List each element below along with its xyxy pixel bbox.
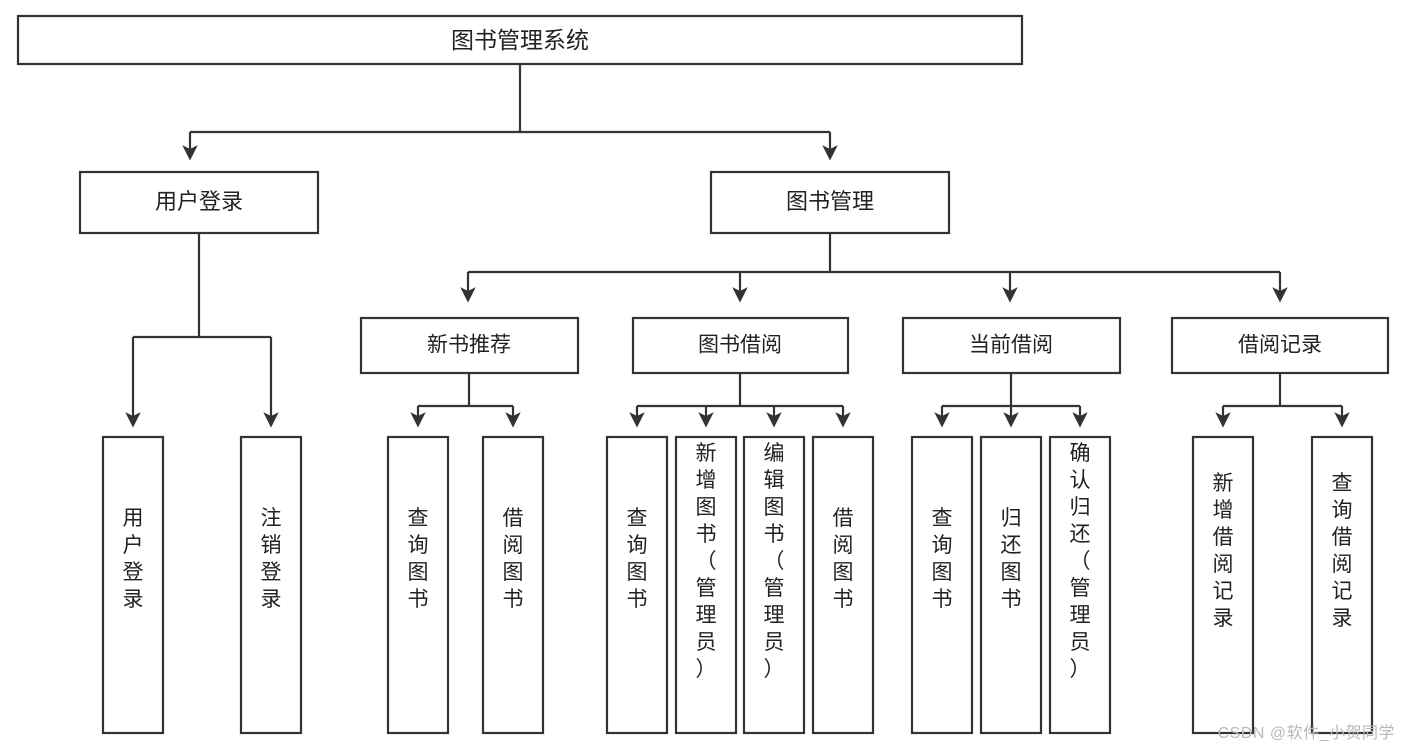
leaf-return-book[interactable]: 归还图书 xyxy=(979,435,1043,735)
node-current-borrow-box xyxy=(901,316,1122,375)
leaf-user-logout-box xyxy=(239,435,303,735)
node-root-label: 图书管理系统 xyxy=(451,27,589,53)
leaf-query-book-2-label: 查询图书 xyxy=(627,507,648,611)
leaf-borrow-book-1[interactable]: 借阅图书 xyxy=(481,435,545,735)
leaf-edit-book[interactable]: 编辑图书（管理员） xyxy=(742,435,806,735)
leaf-query-book-2-box xyxy=(605,435,669,735)
node-book-management[interactable]: 图书管理 xyxy=(709,170,951,235)
node-new-book-recommend[interactable]: 新书推荐 xyxy=(359,316,580,375)
node-current-borrow[interactable]: 当前借阅 xyxy=(901,316,1122,375)
leaf-add-book-box xyxy=(674,435,738,735)
leaf-borrow-book-1-box xyxy=(481,435,545,735)
leaf-borrow-book-2-box xyxy=(811,435,875,735)
node-new-book-recommend-label: 新书推荐 xyxy=(427,334,511,357)
leaf-query-book-1[interactable]: 查询图书 xyxy=(386,435,450,735)
leaf-add-book-label: 新增图书（管理员） xyxy=(696,442,717,681)
leaf-borrow-book-2-label: 借阅图书 xyxy=(833,507,854,611)
leaf-add-record-label: 新增借阅记录 xyxy=(1213,472,1234,630)
node-borrow-record-label: 借阅记录 xyxy=(1238,334,1322,357)
leaf-query-record-box xyxy=(1310,435,1374,735)
leaf-add-record[interactable]: 新增借阅记录 xyxy=(1191,435,1255,735)
leaf-query-record[interactable]: 查询借阅记录 xyxy=(1310,435,1374,735)
connector-borrow-record-to-leaves xyxy=(1215,373,1350,428)
leaf-user-logout[interactable]: 注销登录 xyxy=(239,435,303,735)
leaf-confirm-return-box xyxy=(1048,435,1112,735)
leaf-return-book-box xyxy=(979,435,1043,735)
leaf-borrow-book-2[interactable]: 借阅图书 xyxy=(811,435,875,735)
node-new-book-recommend-box xyxy=(359,316,580,375)
connector-book-management-to-level2 xyxy=(460,233,1288,303)
connector-root-to-level1 xyxy=(182,64,838,161)
leaf-user-login[interactable]: 用户登录 xyxy=(101,435,165,735)
node-root[interactable]: 图书管理系统 xyxy=(16,14,1024,66)
node-book-management-label: 图书管理 xyxy=(786,189,874,214)
node-book-borrow[interactable]: 图书借阅 xyxy=(631,316,850,375)
leaf-add-record-box xyxy=(1191,435,1255,735)
leaf-query-book-1-box xyxy=(386,435,450,735)
node-current-borrow-label: 当前借阅 xyxy=(969,334,1053,357)
leaf-query-book-3-label: 查询图书 xyxy=(932,507,953,611)
leaf-query-record-label: 查询借阅记录 xyxy=(1332,472,1353,630)
leaf-user-logout-label: 注销登录 xyxy=(261,507,282,611)
node-user-login-box xyxy=(78,170,320,235)
node-borrow-record[interactable]: 借阅记录 xyxy=(1170,316,1390,375)
leaf-add-book[interactable]: 新增图书（管理员） xyxy=(674,435,738,735)
watermark-text: CSDN @软件_小贺同学 xyxy=(1217,725,1395,742)
leaf-user-login-box xyxy=(101,435,165,735)
leaf-confirm-return[interactable]: 确认归还（管理员） xyxy=(1048,435,1112,735)
connector-user-login-to-leaves xyxy=(125,233,279,428)
leaf-query-book-1-label: 查询图书 xyxy=(408,507,429,611)
connector-book-borrow-to-leaves xyxy=(629,373,851,428)
leaf-confirm-return-label: 确认归还（管理员） xyxy=(1070,442,1091,681)
node-user-login[interactable]: 用户登录 xyxy=(78,170,320,235)
leaf-edit-book-label: 编辑图书（管理员） xyxy=(764,442,785,681)
leaf-query-book-3-box xyxy=(910,435,974,735)
node-user-login-label: 用户登录 xyxy=(155,189,243,214)
leaf-query-book-2[interactable]: 查询图书 xyxy=(605,435,669,735)
leaf-return-book-label: 归还图书 xyxy=(1001,507,1022,611)
leaf-user-login-label: 用户登录 xyxy=(123,507,144,611)
leaf-query-book-3[interactable]: 查询图书 xyxy=(910,435,974,735)
node-root-box xyxy=(16,14,1024,66)
leaf-edit-book-box xyxy=(742,435,806,735)
node-book-borrow-label: 图书借阅 xyxy=(698,334,782,357)
connector-new-book-recommend-to-leaves xyxy=(410,373,521,428)
connector-current-borrow-to-leaves xyxy=(934,373,1088,428)
leaf-borrow-book-1-label: 借阅图书 xyxy=(503,507,524,611)
